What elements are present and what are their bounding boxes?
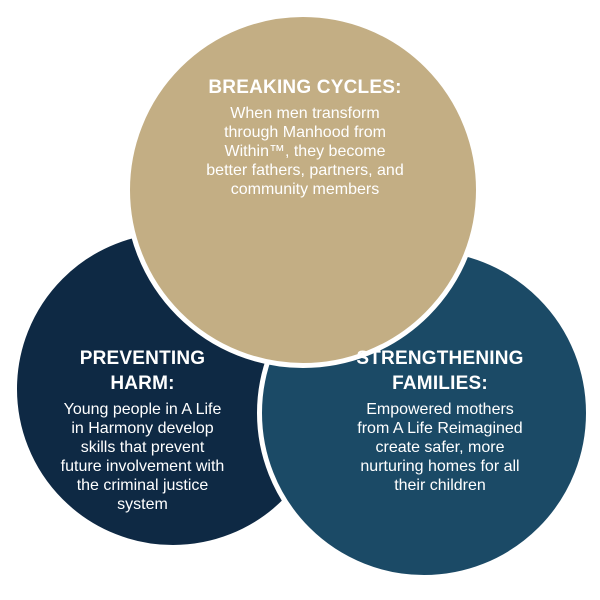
strengthening-families-heading: STRENGTHENING FAMILIES:	[356, 348, 524, 394]
strengthening-families-body: Empowered mothers from A Life Reimagined…	[357, 401, 523, 494]
breaking-cycles-text: BREAKING CYCLES: When men transform thro…	[170, 75, 440, 199]
breaking-cycles-heading: BREAKING CYCLES:	[208, 77, 402, 98]
strengthening-families-text: STRENGTHENING FAMILIES: Empowered mother…	[320, 346, 560, 495]
preventing-harm-heading: PREVENTING HARM:	[79, 348, 206, 394]
preventing-harm-text: PREVENTING HARM: Young people in A Life …	[25, 346, 260, 514]
breaking-cycles-body: When men transform through Manhood from …	[206, 105, 404, 198]
preventing-harm-body: Young people in A Life in Harmony develo…	[60, 401, 225, 513]
breaking-cycles-circle	[125, 12, 481, 368]
